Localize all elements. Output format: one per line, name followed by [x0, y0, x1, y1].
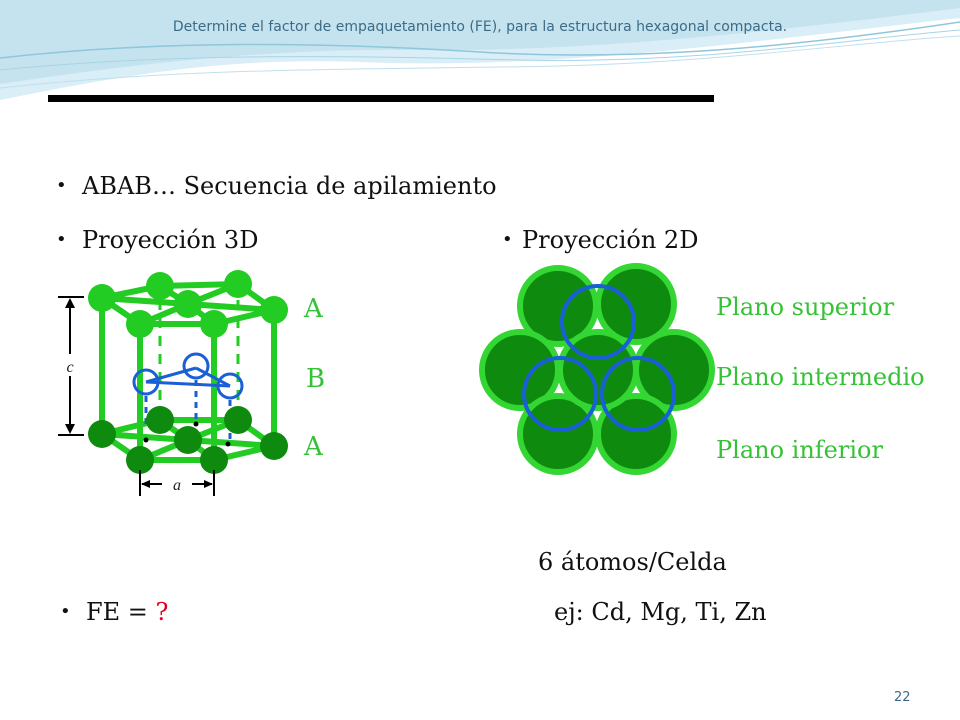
fe-question-mark: ?	[155, 598, 169, 626]
examples: ej: Cd, Mg, Ti, Zn	[554, 598, 767, 626]
top-plane-atoms	[88, 270, 288, 338]
hcp-3d-diagram: c a	[58, 270, 288, 496]
dim-c-label: c	[66, 359, 73, 376]
layer-label-top: A	[304, 294, 323, 324]
void-dots	[143, 421, 231, 447]
layer-label-middle: B	[306, 364, 326, 394]
dim-a-label: a	[173, 477, 181, 494]
plane-middle-label: Plano intermedio	[716, 363, 925, 391]
plane-top-label: Plano superior	[716, 293, 895, 321]
bullet-stacking: • ABAB… Secuencia de apilamiento	[56, 172, 497, 200]
middle-plane-b	[132, 352, 244, 440]
atoms-per-cell: 6 átomos/Celda	[538, 548, 727, 576]
bottom-plane-atoms	[88, 406, 288, 474]
page-number: 22	[894, 690, 911, 705]
projection-2d-text: Proyección 2D	[522, 226, 699, 254]
outer-atoms	[479, 263, 715, 475]
bullet-dot-icon: •	[56, 229, 67, 250]
hcp-2d-projection	[479, 263, 715, 475]
bullet-dot-icon: •	[502, 229, 513, 250]
middle-plane-atoms	[522, 284, 676, 432]
bullet-dot-icon: •	[60, 601, 71, 622]
bullet-dot-icon: •	[56, 175, 67, 196]
fe-label: FE =	[86, 598, 156, 626]
bullet-projection-3d: • Proyección 3D	[56, 226, 258, 254]
stacking-text: ABAB… Secuencia de apilamiento	[82, 172, 497, 200]
title-underline	[48, 95, 714, 102]
bullet-projection-2d: • Proyección 2D	[502, 226, 698, 254]
layer-label-bottom: A	[304, 432, 323, 462]
bullet-fe: • FE = ?	[60, 598, 168, 626]
hidden-edges	[158, 300, 240, 418]
plane-bottom-label: Plano inferior	[716, 436, 883, 464]
background-waves	[0, 0, 960, 100]
slide-title: Determine el factor de empaquetamiento (…	[172, 19, 788, 35]
projection-3d-text: Proyección 3D	[82, 226, 259, 254]
dimension-a	[139, 470, 215, 496]
